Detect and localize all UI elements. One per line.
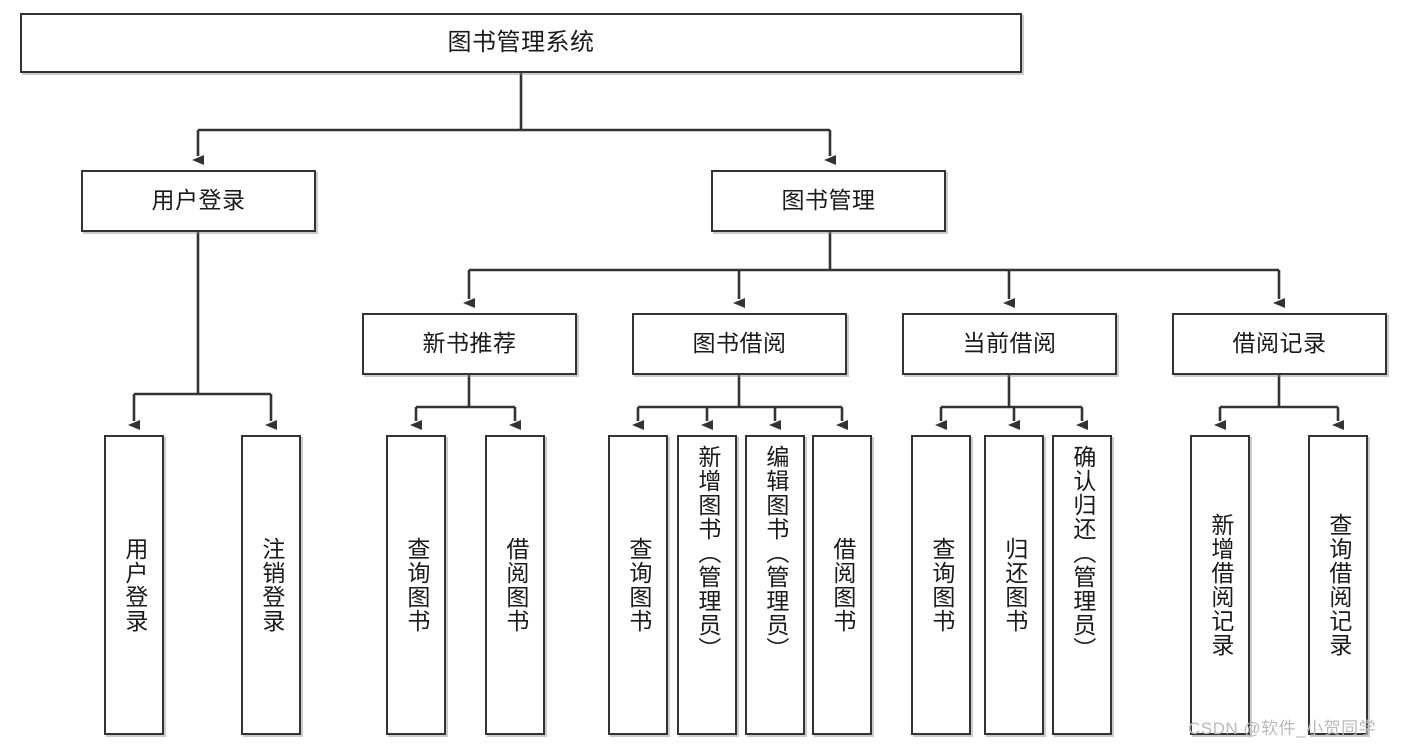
- node-label: 借阅记录: [1232, 330, 1327, 357]
- node-label: 借阅图书: [502, 537, 529, 633]
- node-current-borrow[interactable]: 当前借阅: [902, 313, 1117, 375]
- leaf-query-borrow-record[interactable]: 查询借阅记录: [1308, 435, 1368, 735]
- node-label: 归还图书: [1001, 537, 1028, 633]
- node-label: 当前借阅: [962, 330, 1057, 357]
- node-label: 新书推荐: [422, 330, 517, 357]
- csdn-watermark: CSDN @软件_小贺同学: [1188, 719, 1377, 738]
- node-label: 图书管理: [781, 187, 876, 214]
- node-label: 借阅图书: [829, 537, 856, 633]
- node-label: 新增图书（管理员）: [694, 445, 721, 661]
- node-label: 编辑图书（管理员）: [762, 445, 789, 661]
- leaf-query-book-recommend[interactable]: 查询图书: [386, 435, 446, 735]
- node-label: 用户登录: [121, 537, 148, 633]
- node-label: 查询图书: [928, 537, 955, 633]
- node-label: 用户登录: [151, 187, 246, 214]
- node-label: 新增借阅记录: [1207, 513, 1234, 657]
- leaf-query-book-borrow[interactable]: 查询图书: [608, 435, 668, 735]
- node-label: 图书管理系统: [447, 28, 595, 56]
- leaf-confirm-return-admin[interactable]: 确认归还（管理员）: [1052, 435, 1112, 735]
- leaf-return-book[interactable]: 归还图书: [984, 435, 1044, 735]
- leaf-user-logout[interactable]: 注销登录: [241, 435, 301, 735]
- node-book-management[interactable]: 图书管理: [711, 170, 946, 232]
- leaf-add-borrow-record[interactable]: 新增借阅记录: [1190, 435, 1250, 735]
- node-label: 查询图书: [625, 537, 652, 633]
- node-label: 注销登录: [258, 537, 285, 633]
- leaf-add-book-admin[interactable]: 新增图书（管理员）: [677, 435, 737, 735]
- node-new-book-recommend[interactable]: 新书推荐: [362, 313, 577, 375]
- leaf-borrow-book-recommend[interactable]: 借阅图书: [485, 435, 545, 735]
- node-label: 图书借阅: [692, 330, 787, 357]
- node-borrow-records[interactable]: 借阅记录: [1172, 313, 1387, 375]
- node-root-system[interactable]: 图书管理系统: [20, 13, 1022, 73]
- leaf-edit-book-admin[interactable]: 编辑图书（管理员）: [745, 435, 805, 735]
- node-label: 查询借阅记录: [1325, 513, 1352, 657]
- node-label: 查询图书: [403, 537, 430, 633]
- leaf-user-login[interactable]: 用户登录: [104, 435, 164, 735]
- node-user-login[interactable]: 用户登录: [81, 170, 316, 232]
- leaf-query-book-current[interactable]: 查询图书: [911, 435, 971, 735]
- node-book-borrow[interactable]: 图书借阅: [632, 313, 847, 375]
- node-label: 确认归还（管理员）: [1069, 445, 1096, 661]
- leaf-borrow-book[interactable]: 借阅图书: [812, 435, 872, 735]
